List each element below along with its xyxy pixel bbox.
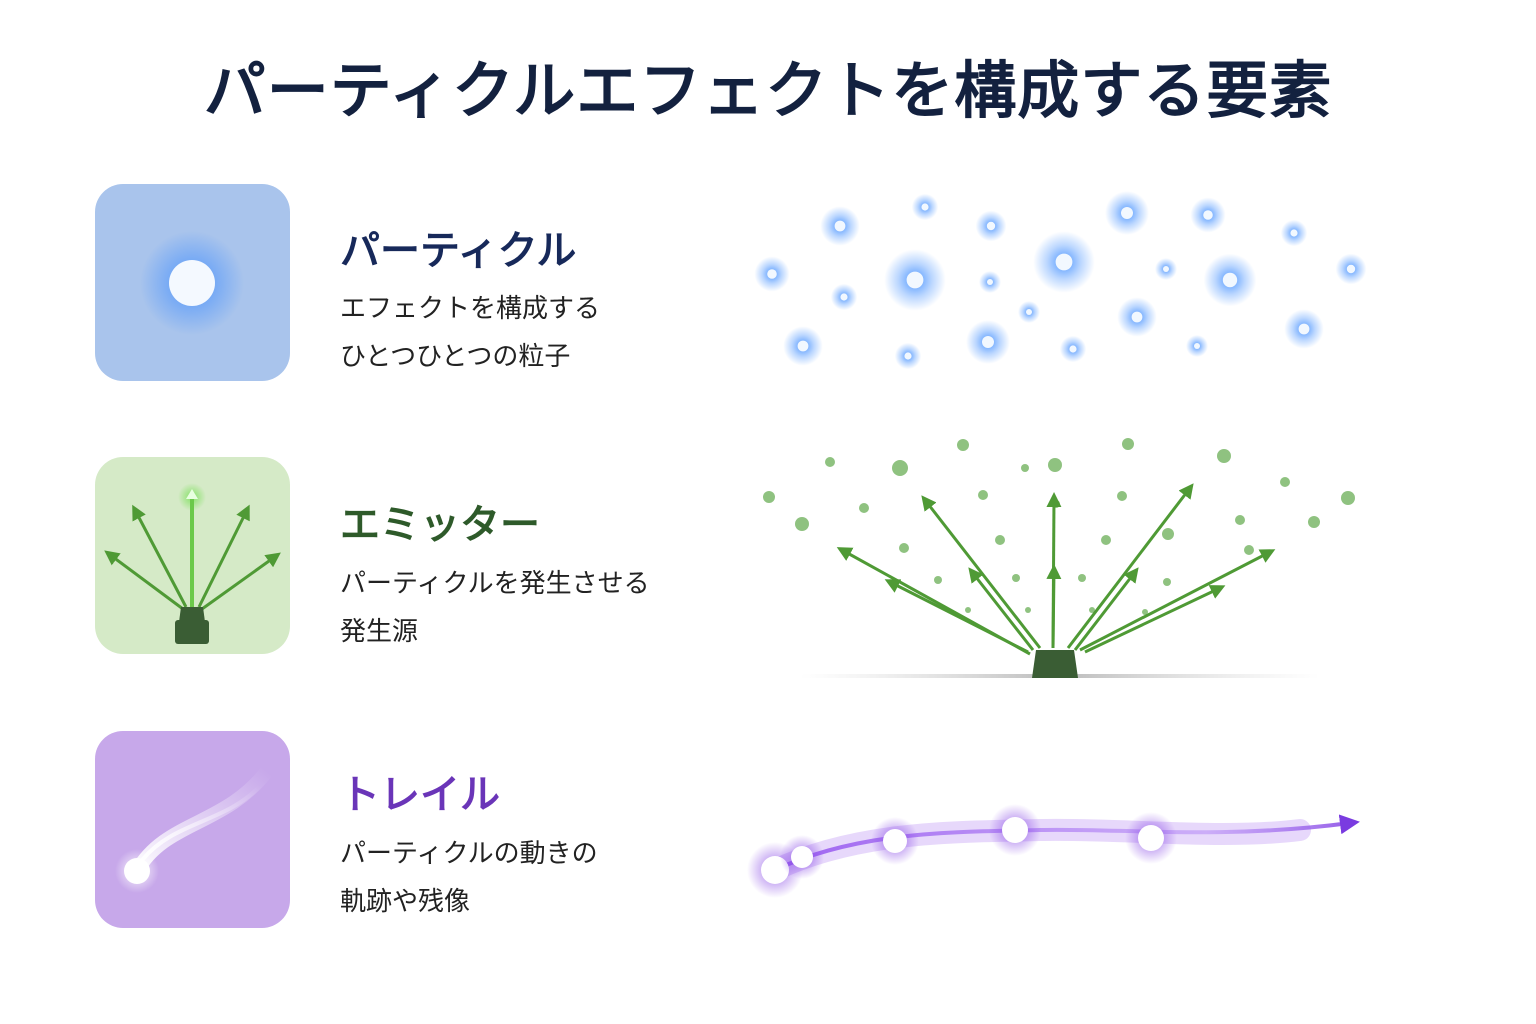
emitter-particle [934,576,942,584]
emitter-illustration [763,438,1355,678]
emitter-particle [978,490,988,500]
trail-nodes [747,804,1177,898]
particle-dot [797,340,809,352]
particle-dot [767,269,777,279]
emitter-particle [1078,574,1086,582]
emitter-particle [995,535,1005,545]
emitter-particle [1162,528,1174,540]
emitter-description: パーティクルを発生させる 発生源 [340,560,650,656]
particle-dot [986,221,996,231]
particle-dots [754,191,1367,370]
emitter-particle [957,439,969,451]
particle-dot [1121,207,1133,219]
particle-dot [904,352,912,360]
emitter-arrow [1084,585,1226,654]
emitter-tile [95,457,290,654]
emitter-particle [1101,535,1111,545]
emitter-arrow [921,495,1042,649]
comet-trail-icon [115,764,274,893]
emitter-particle [1308,516,1320,528]
emitter-description-line2: 発生源 [340,617,419,647]
emitter-arrows [836,483,1276,656]
particle-dot [834,220,846,232]
emitter-particle [1244,545,1254,555]
trail-heading: トレイル [340,772,500,818]
emitter-particle [825,457,835,467]
particle-description: エフェクトを構成する ひとつひとつの粒子 [340,285,600,381]
emitter-dots [763,438,1355,615]
particle-description-line1: エフェクトを構成する [340,294,601,324]
particle-dot [1131,311,1143,323]
emitter-particle [965,607,971,613]
emitter-particle [1025,607,1031,613]
particle-dot [1194,343,1200,349]
particle-dot [1290,229,1298,237]
particle-tile [95,184,290,381]
trail-tile [95,731,290,928]
emitter-particle [763,491,775,503]
trail-node [1138,825,1164,851]
trail-node [883,829,907,853]
emitter-particle [1217,449,1231,463]
emitter-particle [1235,515,1245,525]
emitter-particle [1122,438,1134,450]
emitter-heading: エミッター [340,502,540,548]
trail-description: パーティクルの動きの 軌跡や残像 [340,830,598,926]
trail-node [1002,817,1028,843]
emitter-particle [899,543,909,553]
particle-dot [982,336,994,348]
particle-heading: パーティクル [340,228,577,274]
emitter-arrow [1079,549,1276,652]
trail-illustration [747,804,1360,898]
emitter-base [1032,650,1078,678]
particle-dot [921,203,929,211]
emitter-particle [1142,609,1148,615]
trail-node [791,846,813,868]
emitter-particle [1012,574,1020,582]
glowing-dot-icon [140,231,244,335]
emitter-description-line1: パーティクルを発生させる [340,569,650,599]
emitter-particle [892,460,908,476]
emitter-arrow [968,567,1035,651]
particle-dot [1203,210,1213,220]
particle-dot [1222,272,1238,288]
emitter-particle [1341,491,1355,505]
particle-dot [1163,266,1169,272]
emitter-arrow [836,547,1031,656]
trail-description-line1: パーティクルの動きの [340,839,598,869]
emitter-particle [1021,464,1029,472]
particle-description-line2: ひとつひとつの粒子 [340,342,571,372]
particle-dot [1055,253,1073,271]
emitter-arrows-icon [104,483,281,644]
particle-dot [1346,264,1356,274]
emitter-arrow [1066,483,1194,649]
emitter-particle [1280,477,1290,487]
trail-description-line2: 軌跡や残像 [340,887,471,917]
particle-dot [987,279,993,285]
emitter-particle [795,517,809,531]
emitter-arrow [1046,492,1062,649]
particle-dot [840,293,848,301]
emitter-particle [859,503,869,513]
emitter-arrow [1073,567,1139,651]
particle-dot [1026,309,1032,315]
particle-cloud-illustration [754,191,1367,370]
emitter-particle [1089,607,1095,613]
particle-dot [1298,323,1310,335]
page-title: パーティクルエフェクトを構成する要素 [203,54,1333,127]
emitter-particle [1117,491,1127,501]
emitter-particle [1048,458,1062,472]
particle-dot [1069,345,1077,353]
emitter-particle [1163,578,1171,586]
particle-dot [906,271,924,289]
